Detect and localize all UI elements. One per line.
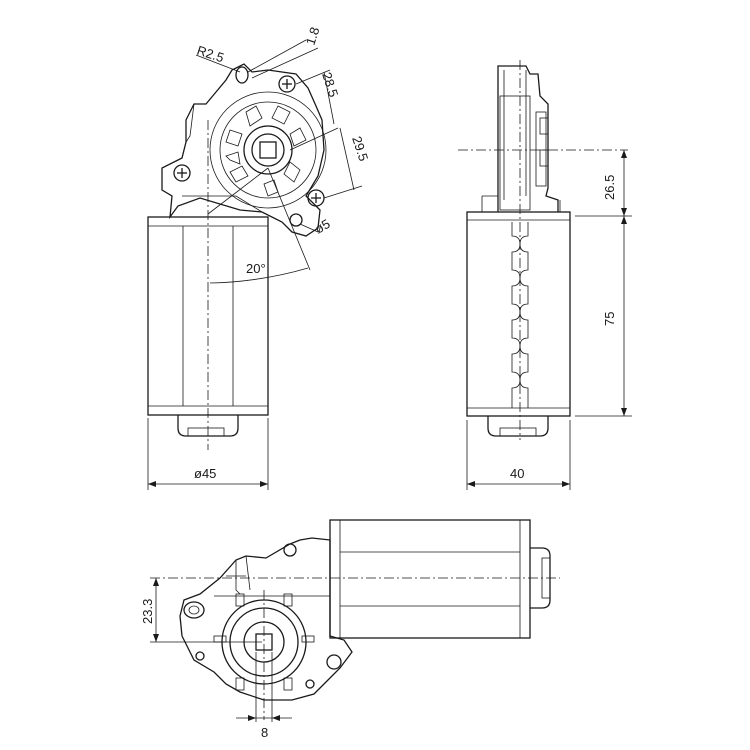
- dim-hole-diameter: ø5: [312, 216, 333, 237]
- side-view: 26.5 75 40: [458, 60, 632, 490]
- bottom-view: 23.3 8: [140, 519, 560, 740]
- front-gearbox-housing: [161, 63, 325, 237]
- bottom-motor-body: [329, 519, 531, 639]
- dim-radius: R2.5: [195, 43, 226, 66]
- dim-height-top: 26.5: [602, 175, 617, 200]
- screw-icon: [307, 189, 325, 207]
- rack-profile: [511, 222, 521, 408]
- screw-icon: [173, 164, 191, 182]
- side-gearbox: [497, 65, 559, 212]
- front-view: R2.5 1.8 28.5 29.5 ø5 20° ø45: [147, 25, 371, 490]
- side-motor-body: [466, 211, 571, 417]
- dim-motor-diameter: ø45: [194, 466, 216, 481]
- dim-motor-length: 75: [602, 312, 617, 326]
- gear-teeth: [213, 593, 315, 691]
- dim-angle: 20°: [246, 261, 266, 276]
- bottom-gearbox: [179, 537, 353, 701]
- dim-gap: 1.8: [303, 25, 323, 47]
- dim-hole-spacing-2: 29.5: [349, 134, 371, 163]
- dim-width: 40: [510, 466, 524, 481]
- dim-shaft-size: 8: [261, 725, 268, 740]
- screw-icon: [278, 75, 296, 93]
- dim-shaft-offset: 23.3: [140, 599, 155, 624]
- dim-hole-spacing-1: 28.5: [319, 70, 341, 99]
